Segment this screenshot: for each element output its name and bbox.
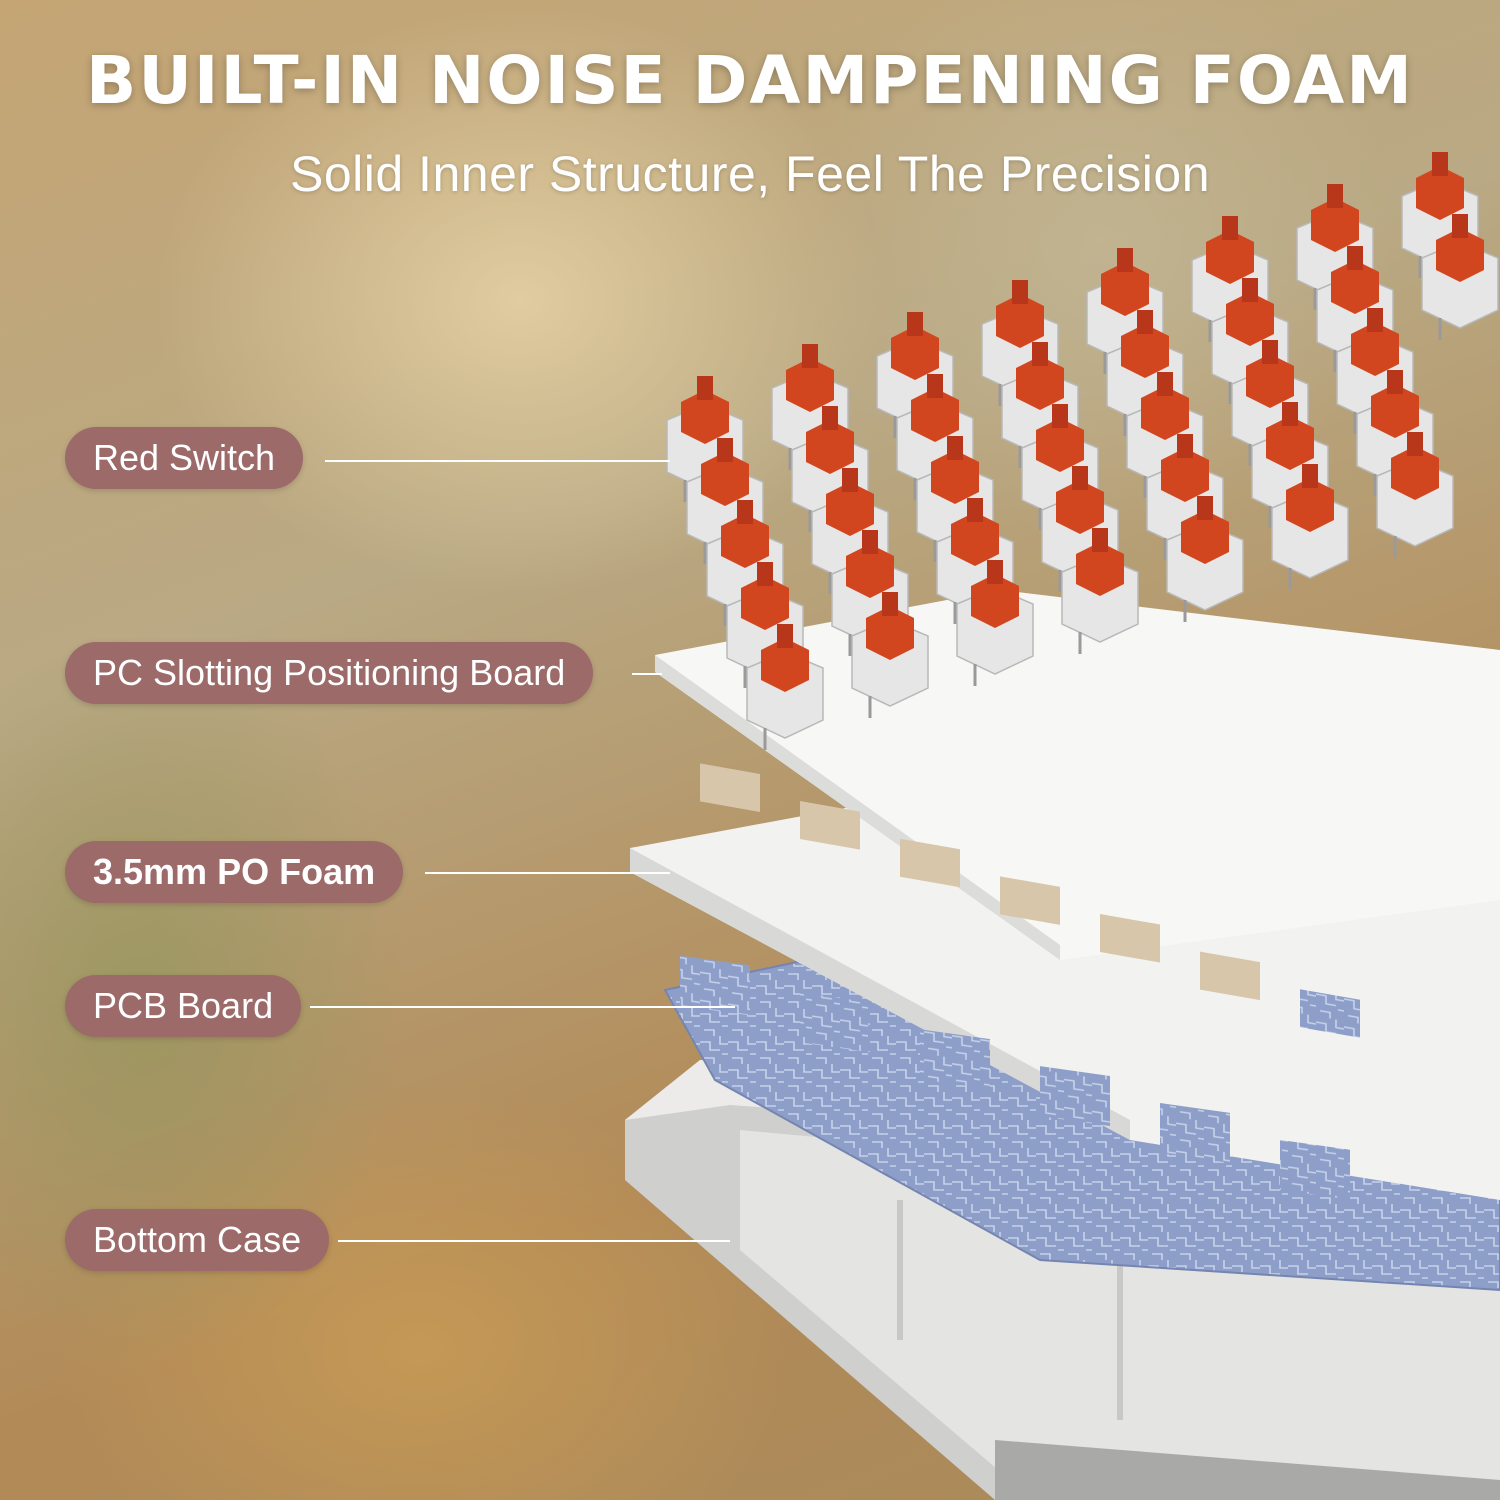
label-red-switch: Red Switch (65, 427, 304, 489)
red-switches (666, 152, 1499, 750)
red-switch (1166, 496, 1244, 622)
red-switch (1271, 464, 1349, 590)
label-pcb-board: PCB Board (65, 975, 302, 1037)
leader-line-red-switch (325, 460, 670, 462)
leader-line-po-foam (425, 872, 670, 874)
leader-line-pcb-board (310, 1006, 735, 1008)
label-bottom-case: Bottom Case (65, 1209, 330, 1271)
page-title: BUILT-IN NOISE DAMPENING FOAM (86, 42, 1414, 119)
label-po-foam: 3.5mm PO Foam (65, 841, 404, 903)
red-switch (1061, 528, 1139, 654)
page-subtitle: Solid Inner Structure, Feel The Precisio… (289, 146, 1210, 202)
red-switch (956, 560, 1034, 686)
red-switch (1421, 214, 1499, 340)
red-switch (1376, 432, 1454, 558)
leader-line-bottom-case (338, 1240, 730, 1242)
leader-line-pc-board (632, 673, 662, 675)
red-switch (746, 624, 824, 750)
red-switch (851, 592, 929, 718)
label-pc-slotting-positioning-board: PC Slotting Positioning Board (65, 642, 594, 704)
red-switch (1001, 342, 1079, 468)
